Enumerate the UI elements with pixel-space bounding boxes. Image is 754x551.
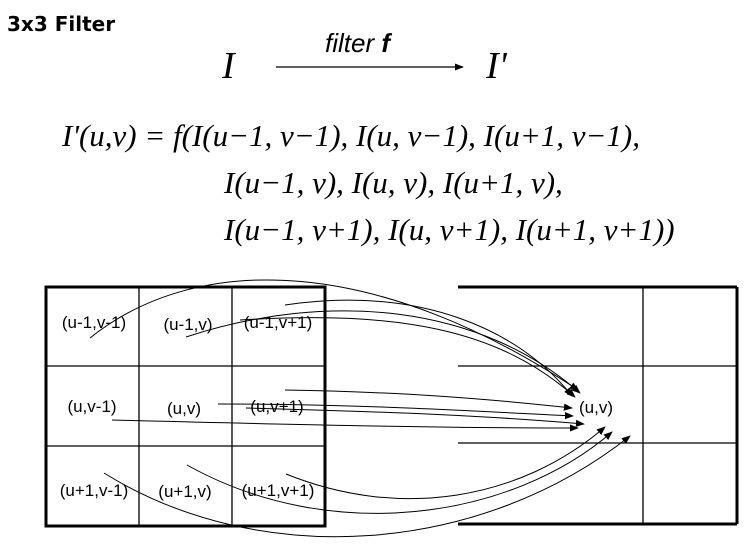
equation-line-2: I(u−1, v), I(u, v), I(u+1, v), [224,165,563,200]
mapping-arrows [89,279,631,538]
arrow-from-r1c2 [284,389,573,411]
cell-label-r1c0: (u,v-1) [67,397,116,416]
output-image-symbol: I' [486,45,507,87]
input-image-symbol: I [222,45,235,87]
cell-label-r0c0: (u-1,v-1) [62,313,126,332]
cell-label-r1c1: (u,v) [167,399,201,418]
page-title: 3x3 Filter [7,12,116,36]
cell-label-r1c2: (u,v+1) [250,397,303,416]
arrow-from-r2c0 [103,435,631,538]
arrow-from-r0c2b [239,317,576,398]
output-target-label: (u,v) [579,398,613,417]
arrow-from-r1c0 [111,419,579,432]
filter-symbol: f [381,28,391,58]
output-grid [458,285,739,526]
arrow-from-r2c2 [285,426,606,500]
arrow-from-r1c2b [245,407,585,427]
equation-line-1: I'(u,v) = f(I(u−1, v−1), I(u, v−1), I(u+… [62,118,640,153]
arrow-from-r1c1 [217,403,574,420]
input-cell-labels: (u-1,v-1) (u-1,v) (u-1,v+1) (u,v-1) (u,v… [60,313,315,501]
cell-label-r2c0: (u+1,v-1) [60,481,129,500]
arrow-from-r0c2 [284,299,573,397]
arrow-from-r0c0 [89,279,579,391]
cell-label-r2c2: (u+1,v+1) [242,481,315,500]
cell-label-r2c1: (u+1,v) [158,482,211,501]
equation-line-3: I(u−1, v+1), I(u, v+1), I(u+1, v+1)) [224,212,675,247]
cell-label-r0c1: (u-1,v) [163,315,212,334]
arrow-from-r0c1 [185,310,581,394]
filter-word: filter [325,28,375,58]
arrow-from-r2c1 [186,431,613,514]
filter-label: filter f [325,28,390,59]
